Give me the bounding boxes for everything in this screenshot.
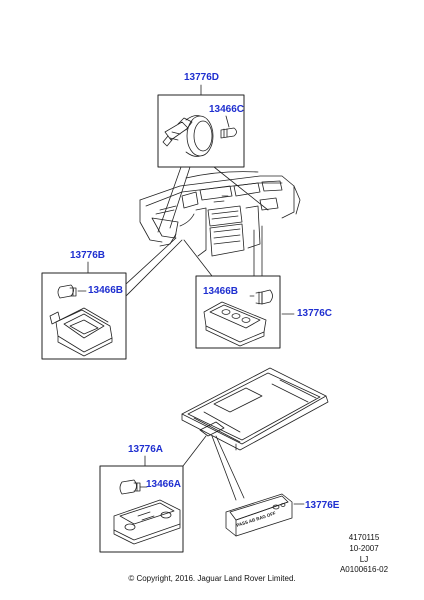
courtesy-lamp-13776c [203, 301, 267, 347]
bulb-13466b-center [255, 289, 273, 305]
courtesy-lamp-13776d [162, 115, 214, 157]
ref-date: 10-2007 [349, 544, 379, 553]
detail-box-13776d [157, 84, 245, 168]
callout-13466c: 13466C [209, 104, 245, 115]
ref-number: 4170115 [348, 533, 380, 542]
bulb-13466c [220, 127, 237, 139]
callout-13466a: 13466A [146, 479, 182, 490]
bulb-13466b-left [57, 284, 77, 299]
callout-13776b: 13776B [70, 250, 106, 261]
bulb-13466a [119, 479, 141, 495]
detail-box-13776a [99, 455, 184, 553]
callout-13776d: 13776D [184, 72, 220, 83]
switch-panel-13776e [225, 493, 293, 537]
courtesy-lamp-13776a [113, 499, 181, 545]
callout-13776e: 13776E [305, 500, 340, 511]
callout-13776a: 13776A [128, 444, 164, 455]
copyright-footer: © Copyright, 2016. Jaguar Land Rover Lim… [128, 574, 296, 583]
callout-13776c: 13776C [297, 308, 333, 319]
detail-box-13776c [195, 275, 281, 349]
ref-code: LJ [359, 555, 369, 564]
ref-id: A0100616-02 [339, 565, 389, 574]
roof-headliner-illustration [181, 367, 329, 451]
courtesy-lamp-13776b [49, 307, 113, 357]
detail-box-13776b [41, 261, 127, 360]
dashboard-illustration [139, 171, 301, 257]
callout-13466b-left: 13466B [88, 285, 124, 296]
callout-13466b-center: 13466B [203, 286, 239, 297]
